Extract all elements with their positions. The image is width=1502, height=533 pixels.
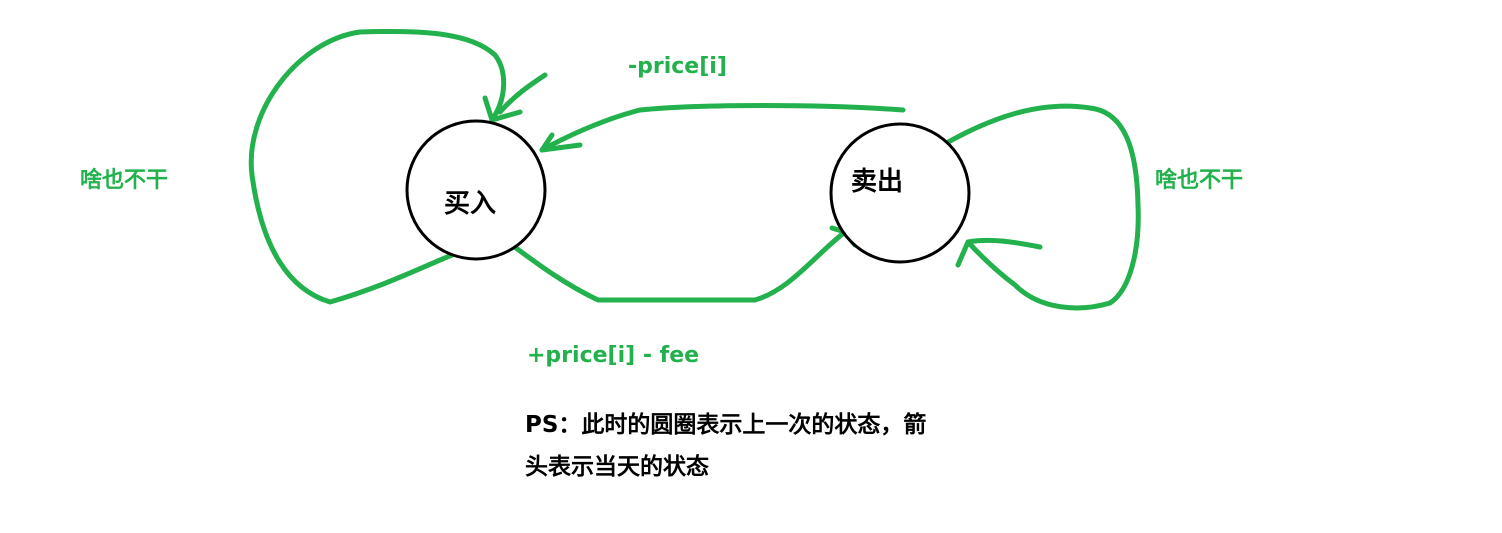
- buy-to-sell-edge: [502, 229, 848, 303]
- sell-to-buy-arrowhead: [539, 132, 583, 153]
- edges-group: [248, 28, 1141, 311]
- note-line-1: PS：此时的圆圈表示上一次的状态，箭: [525, 412, 927, 438]
- buy-self-loop-arrowhead: [482, 72, 548, 123]
- buy-self-loop-label: 啥也不干: [80, 167, 168, 193]
- sell-node: [829, 122, 971, 264]
- buy-to-sell-label: +price[i] - fee: [527, 343, 699, 368]
- sell-self-loop-arrowhead: [955, 237, 1043, 268]
- note-text: PS：此时的圆圈表示上一次的状态，箭 头表示当天的状态: [525, 404, 1025, 488]
- note-line-2: 头表示当天的状态: [525, 454, 709, 480]
- sell-node-label: 卖出: [851, 167, 903, 197]
- sell-to-buy-edge: [539, 103, 906, 153]
- sell-self-loop-edge: [940, 103, 1141, 311]
- buy-node-label: 买入: [444, 189, 496, 219]
- buy-self-loop-edge: [248, 28, 507, 305]
- sell-to-buy-label: -price[i]: [628, 54, 727, 79]
- buy-node: [405, 119, 547, 261]
- sell-self-loop-label: 啥也不干: [1155, 167, 1243, 193]
